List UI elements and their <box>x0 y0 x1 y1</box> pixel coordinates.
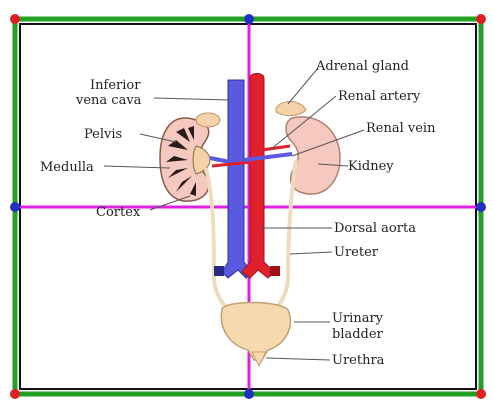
vessel-end-right <box>270 266 280 276</box>
corner-dot-top-left <box>10 14 20 24</box>
label-dorsal-aorta: Dorsal aorta <box>334 221 416 236</box>
right-renal-artery <box>262 146 290 150</box>
left-renal-vein <box>210 158 230 162</box>
edge-dot-top <box>244 14 254 24</box>
label-kidney: Kidney <box>348 159 394 174</box>
left-renal-artery <box>212 162 252 166</box>
left-kidney-section <box>160 118 210 201</box>
corner-dot-top-right <box>476 14 486 24</box>
corner-dot-bottom-left <box>10 389 20 399</box>
label-urinary-bladder-1: Urinary <box>332 311 384 326</box>
right-adrenal-gland <box>276 101 306 115</box>
label-adrenal-gland: Adrenal gland <box>315 59 409 74</box>
edge-dot-left <box>10 202 20 212</box>
label-medulla: Medulla <box>40 160 94 175</box>
label-inferior-vena-cava-2: vena cava <box>75 93 142 108</box>
label-cortex: Cortex <box>96 205 141 220</box>
edge-dot-right <box>476 202 486 212</box>
label-pelvis: Pelvis <box>84 127 122 142</box>
label-ureter: Ureter <box>334 245 379 260</box>
corner-dot-bottom-right <box>476 389 486 399</box>
label-inferior-vena-cava-1: Inferior <box>90 78 141 93</box>
right-ureter <box>266 160 296 316</box>
label-urethra: Urethra <box>332 353 385 368</box>
label-urinary-bladder-2: bladder <box>332 327 384 342</box>
left-adrenal-gland <box>196 113 220 127</box>
edge-dot-bottom <box>244 389 254 399</box>
label-renal-vein: Renal vein <box>366 121 436 136</box>
vessel-end-left <box>214 266 224 276</box>
urinary-bladder <box>221 303 290 361</box>
label-renal-artery: Renal artery <box>338 89 421 104</box>
dorsal-aorta <box>242 74 274 279</box>
